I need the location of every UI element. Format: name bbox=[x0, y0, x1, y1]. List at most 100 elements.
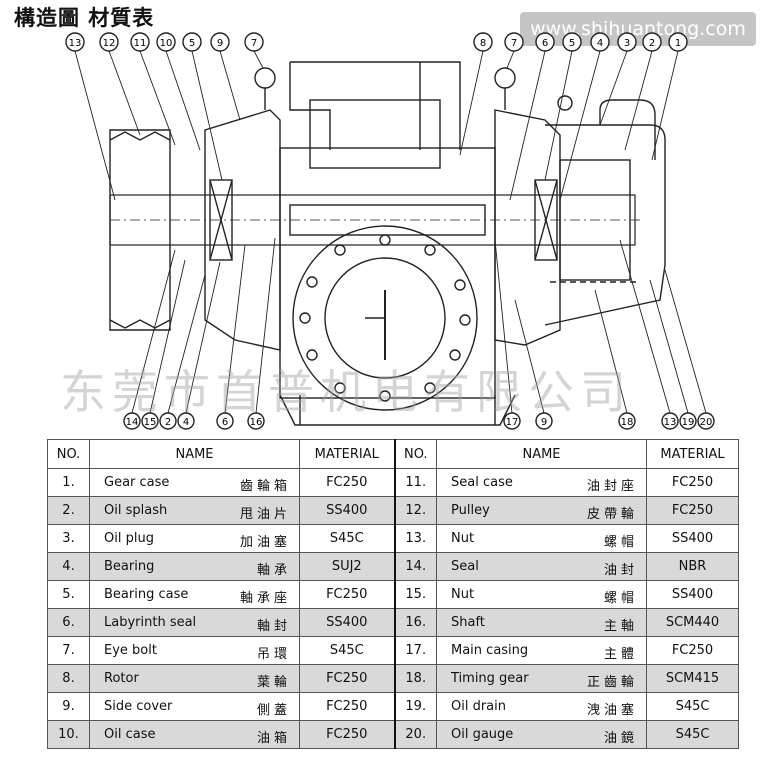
svg-text:7: 7 bbox=[251, 38, 257, 49]
svg-text:16: 16 bbox=[250, 417, 263, 428]
cell-name: Gear case 齒輪箱 bbox=[89, 468, 300, 497]
cell-no: 15. bbox=[393, 580, 437, 609]
leader-lines-bottom bbox=[131, 237, 707, 414]
name-zh: 皮帶輪 bbox=[586, 507, 638, 522]
cell-material: SS400 bbox=[299, 496, 395, 525]
name-en: Gear case bbox=[104, 475, 170, 490]
balloon: 8 bbox=[473, 32, 493, 52]
base-frame bbox=[279, 394, 516, 426]
name-zh: 軸封 bbox=[256, 619, 291, 634]
name-en: Pulley bbox=[451, 503, 490, 518]
name-en: Bearing case bbox=[104, 587, 189, 602]
cell-no: 7. bbox=[47, 636, 90, 665]
cell-material: S45C bbox=[646, 692, 739, 721]
header-name: NAME bbox=[436, 439, 647, 469]
svg-text:12: 12 bbox=[103, 38, 116, 49]
name-zh: 洩油塞 bbox=[586, 703, 638, 718]
cell-name: Side cover 側蓋 bbox=[89, 692, 300, 721]
balloon: 19 bbox=[679, 412, 697, 430]
outlet-flange bbox=[289, 61, 461, 150]
svg-text:9: 9 bbox=[217, 38, 223, 49]
svg-text:2: 2 bbox=[649, 38, 655, 49]
svg-text:20: 20 bbox=[700, 417, 713, 428]
svg-text:3: 3 bbox=[624, 38, 630, 49]
balloon: 7 bbox=[504, 32, 524, 52]
svg-text:6: 6 bbox=[222, 417, 228, 428]
cell-no: 18. bbox=[393, 664, 437, 693]
cell-no: 17. bbox=[393, 636, 437, 665]
name-zh: 正齒輪 bbox=[586, 675, 638, 690]
name-zh: 主軸 bbox=[603, 619, 638, 634]
name-en: Labyrinth seal bbox=[104, 615, 197, 630]
balloon: 9 bbox=[210, 32, 230, 52]
balloon: 6 bbox=[216, 412, 234, 430]
name-en: Side cover bbox=[104, 699, 173, 714]
name-en: Seal bbox=[451, 559, 479, 574]
name-zh: 油封座 bbox=[586, 479, 638, 494]
balloon: 1 bbox=[668, 32, 688, 52]
cell-material: S45C bbox=[646, 720, 739, 749]
balloon: 13 bbox=[661, 412, 679, 430]
cell-name: Pulley 皮帶輪 bbox=[436, 496, 647, 525]
header-no: NO. bbox=[47, 439, 90, 469]
cell-name: Main casing 主體 bbox=[436, 636, 647, 665]
svg-text:13: 13 bbox=[69, 38, 82, 49]
outlet-port bbox=[309, 99, 441, 169]
name-en: Nut bbox=[451, 587, 475, 602]
balloon: 5 bbox=[562, 32, 582, 52]
name-en: Nut bbox=[451, 531, 475, 546]
name-zh: 吊環 bbox=[256, 647, 291, 662]
svg-text:1: 1 bbox=[675, 38, 681, 49]
name-zh: 甩油片 bbox=[239, 507, 291, 522]
name-zh: 主體 bbox=[603, 647, 638, 662]
cell-material: SCM415 bbox=[646, 664, 739, 693]
flange-bolts bbox=[299, 234, 471, 402]
balloon: 6 bbox=[535, 32, 555, 52]
name-en: Eye bolt bbox=[104, 643, 157, 658]
name-zh: 側蓋 bbox=[256, 703, 291, 718]
name-zh: 油封 bbox=[603, 563, 638, 578]
svg-text:13: 13 bbox=[664, 417, 677, 428]
gear-case bbox=[544, 124, 666, 326]
header-material: MATERIAL bbox=[646, 439, 739, 469]
name-zh: 葉輪 bbox=[256, 675, 291, 690]
name-zh: 齒輪箱 bbox=[239, 479, 291, 494]
name-zh: 油箱 bbox=[256, 731, 291, 746]
name-en: Main casing bbox=[451, 643, 529, 658]
svg-text:10: 10 bbox=[160, 38, 173, 49]
balloon: 3 bbox=[617, 32, 637, 52]
svg-text:7: 7 bbox=[511, 38, 517, 49]
balloon: 12 bbox=[99, 32, 119, 52]
balloon: 4 bbox=[177, 412, 195, 430]
cell-no: 4. bbox=[47, 552, 90, 581]
balloon: 5 bbox=[182, 32, 202, 52]
cell-no: 2. bbox=[47, 496, 90, 525]
cell-material: NBR bbox=[646, 552, 739, 581]
header-no: NO. bbox=[393, 439, 437, 469]
name-en: Rotor bbox=[104, 671, 139, 686]
cell-no: 20. bbox=[393, 720, 437, 749]
cell-no: 3. bbox=[47, 524, 90, 553]
cell-material: FC250 bbox=[299, 580, 395, 609]
cell-material: SS400 bbox=[646, 524, 739, 553]
name-en: Oil case bbox=[104, 727, 156, 742]
cell-material: SCM440 bbox=[646, 608, 739, 637]
cell-material: S45C bbox=[299, 524, 395, 553]
balloon: 13 bbox=[65, 32, 85, 52]
table-header-row: NO. NAME MATERIAL NO. NAME MATERIAL bbox=[47, 439, 739, 469]
svg-text:4: 4 bbox=[183, 417, 189, 428]
svg-text:8: 8 bbox=[480, 38, 486, 49]
svg-text:11: 11 bbox=[134, 38, 147, 49]
